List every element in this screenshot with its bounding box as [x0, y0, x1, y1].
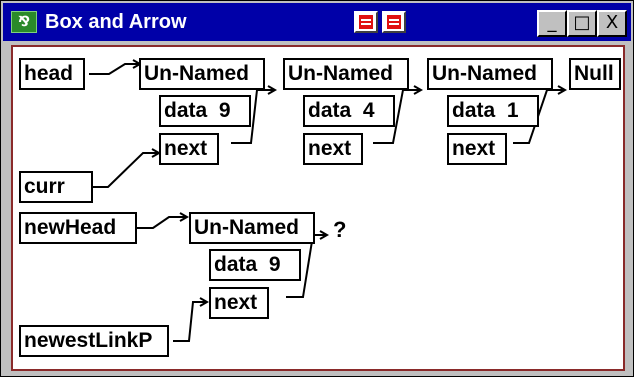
window-title: Box and Arrow	[45, 11, 187, 33]
node2-data-label: data	[308, 99, 352, 122]
node2-data-value: 4	[362, 99, 375, 122]
arrowhead	[199, 297, 210, 307]
list-icon	[387, 15, 401, 29]
arrow-lines	[89, 59, 568, 342]
arrow-curr-to-next	[93, 152, 159, 188]
node2-name-box[interactable]: Un-Named	[283, 58, 409, 90]
node2-next-box[interactable]: next	[303, 133, 363, 165]
node1-next-box[interactable]: next	[159, 133, 219, 165]
node1-data-value: 9	[218, 99, 231, 122]
arrowhead	[413, 85, 424, 95]
newnode-data-box[interactable]: data 9	[209, 249, 301, 281]
node3-name-box[interactable]: Un-Named	[427, 58, 553, 90]
diagram-canvas[interactable]: head curr newHead newestLinkP Un-Named d…	[11, 45, 625, 371]
close-button[interactable]: X	[597, 10, 627, 37]
newnode-data-label: data	[214, 253, 258, 276]
app-icon[interactable]: ⅋	[11, 11, 37, 33]
arrowhead	[267, 85, 278, 95]
newnode-data-value: 9	[268, 253, 281, 276]
list-view-button[interactable]	[354, 11, 378, 33]
detail-view-button[interactable]	[382, 11, 406, 33]
node3-data-label: data	[452, 99, 496, 122]
node1-name-box[interactable]: Un-Named	[139, 58, 265, 90]
head-pointer-box[interactable]: head	[19, 58, 85, 90]
newnode-name-box[interactable]: Un-Named	[189, 212, 315, 244]
node1-data-box[interactable]: data 9	[159, 95, 251, 127]
unknown-target-marker: ?	[333, 217, 347, 242]
node3-next-box[interactable]: next	[447, 133, 507, 165]
curr-pointer-box[interactable]: curr	[19, 171, 93, 203]
arrow-newnode-next	[286, 234, 327, 298]
arrow-newhead-to-node	[135, 216, 187, 229]
node3-data-value: 1	[506, 99, 519, 122]
node2-data-box[interactable]: data 4	[303, 95, 395, 127]
newhead-pointer-box[interactable]: newHead	[19, 212, 137, 244]
arrow-node2-next	[373, 89, 421, 144]
maximize-button[interactable]: □	[567, 10, 597, 37]
node1-data-label: data	[164, 99, 208, 122]
node3-data-box[interactable]: data 1	[447, 95, 539, 127]
arrow-head-to-node1	[89, 63, 139, 75]
null-box[interactable]: Null	[569, 58, 621, 90]
title-bar[interactable]: ⅋ Box and Arrow _ □ X	[3, 3, 631, 41]
list-icon	[359, 15, 373, 29]
minimize-button[interactable]: _	[537, 10, 567, 37]
arrow-node1-next	[231, 89, 275, 144]
newestlinkp-pointer-box[interactable]: newestLinkP	[19, 325, 169, 357]
arrowhead	[319, 230, 330, 240]
arrow-newestlinkp-to-next	[173, 301, 207, 342]
arrowhead	[179, 212, 190, 222]
arrowhead	[557, 85, 568, 95]
newnode-next-box[interactable]: next	[209, 287, 269, 319]
